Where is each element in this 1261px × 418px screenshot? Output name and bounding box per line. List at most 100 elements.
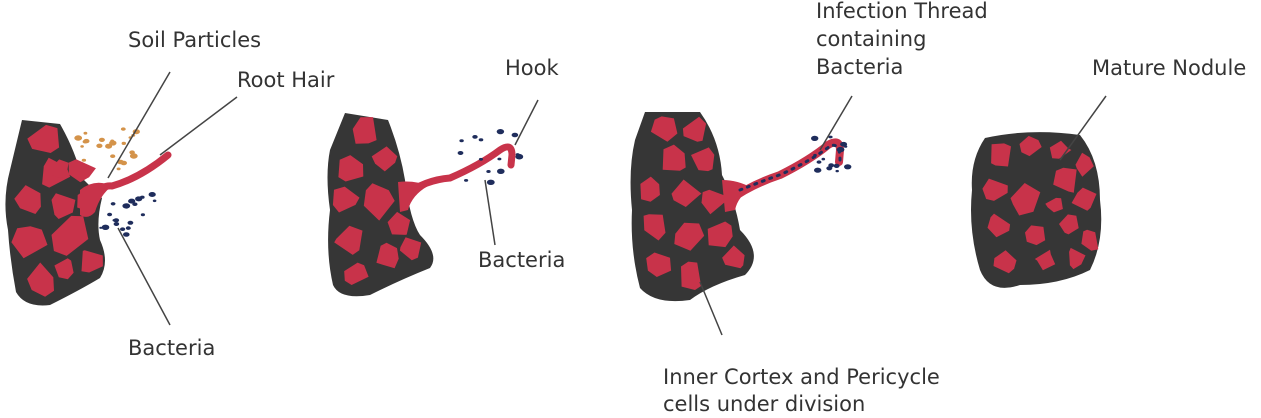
cell: [1071, 187, 1097, 211]
bacterium: [140, 195, 145, 199]
cell: [681, 261, 702, 290]
soil-particle: [110, 154, 116, 158]
bacterium: [478, 157, 484, 161]
soil-particles: [74, 127, 140, 171]
cell: [68, 159, 96, 183]
bacterium: [497, 168, 505, 174]
leader-bacteria-2: [484, 179, 496, 246]
cell: [1034, 249, 1056, 271]
cell: [81, 250, 103, 273]
cell: [1019, 135, 1042, 157]
soil-particle: [110, 139, 115, 143]
cell: [363, 183, 395, 221]
cell: [27, 262, 54, 297]
leader-mature-nodule: [1059, 95, 1107, 161]
bacterium: [112, 219, 117, 222]
cell: [662, 144, 686, 171]
bacterium: [140, 213, 145, 217]
cell: [691, 147, 715, 172]
bacterium: [486, 179, 495, 185]
stage-2-root: [327, 99, 539, 297]
label-infection-thread-3: Bacteria: [816, 55, 904, 79]
cell: [352, 117, 377, 144]
cell: [643, 214, 666, 241]
bacteria-cluster: [99, 192, 157, 237]
cell: [1025, 225, 1046, 246]
bacterium: [835, 169, 839, 173]
bacterium: [472, 135, 478, 139]
soil-particle: [129, 153, 138, 159]
label-root-hair: Root Hair: [237, 68, 335, 92]
stage-3-root: [630, 95, 853, 336]
bacteria-cluster: [811, 135, 852, 173]
soil-particle: [98, 137, 105, 142]
leader-infection-thread: [819, 95, 853, 151]
cell: [1081, 229, 1099, 251]
bacterium: [813, 153, 817, 157]
bacterium: [515, 153, 524, 160]
stage-1-root: [5, 71, 238, 326]
soil-particle: [81, 158, 87, 162]
label-soil-particles: Soil Particles: [128, 28, 262, 52]
bacterium: [828, 135, 833, 139]
label-infection-thread-2: containing: [816, 27, 927, 51]
cell: [1075, 152, 1094, 177]
soil-particle: [121, 141, 127, 145]
soil-particle: [83, 138, 90, 144]
bacterium: [814, 167, 822, 173]
cell: [1045, 197, 1063, 213]
cell: [387, 211, 411, 235]
bacterium: [836, 146, 845, 153]
cell: [991, 143, 1011, 167]
cell: [682, 116, 707, 142]
bacterium: [101, 224, 110, 230]
cell: [1053, 167, 1077, 193]
bacterium: [110, 202, 116, 206]
cell: [338, 155, 364, 182]
cell: [987, 213, 1011, 238]
soil-particle: [80, 145, 84, 148]
label-hook: Hook: [505, 56, 559, 80]
cell: [701, 189, 726, 215]
bacterium: [125, 204, 129, 207]
cell: [51, 193, 76, 219]
bacterium: [844, 164, 852, 170]
bacterium: [464, 179, 469, 182]
bacterium: [125, 226, 131, 230]
cell: [54, 258, 74, 280]
label-infection-thread-1: Infection Thread: [816, 0, 988, 23]
bacterium: [459, 139, 464, 143]
bacterium: [127, 220, 134, 225]
cell: [982, 178, 1008, 201]
cell: [344, 262, 369, 285]
leader-inner-cortex: [699, 281, 723, 336]
bacterium: [828, 163, 835, 168]
cell: [1059, 214, 1079, 235]
cell: [646, 252, 672, 277]
cell: [650, 116, 678, 142]
cell: [671, 179, 702, 207]
cell: [334, 225, 363, 255]
label-mature-nodule: Mature Nodule: [1092, 56, 1247, 80]
bacterium: [128, 198, 136, 204]
bacterium: [497, 157, 502, 161]
bacterium: [120, 227, 126, 231]
leader-hook: [514, 99, 539, 146]
cell: [1069, 247, 1086, 270]
bacterium: [496, 129, 505, 135]
label-bacteria-1: Bacteria: [128, 336, 216, 360]
bacterium: [833, 163, 840, 168]
bacteria-in-thread: [738, 143, 842, 192]
root-hair-base: [80, 182, 112, 217]
bacterium: [123, 232, 130, 237]
cell: [11, 226, 48, 259]
bacterium: [99, 226, 103, 229]
soil-particle: [120, 127, 126, 131]
soil-particle: [116, 167, 121, 171]
cell: [14, 185, 41, 214]
cell: [399, 237, 422, 261]
root-tissue: [630, 112, 754, 302]
bacterium: [148, 192, 156, 197]
bacterium: [840, 141, 848, 147]
